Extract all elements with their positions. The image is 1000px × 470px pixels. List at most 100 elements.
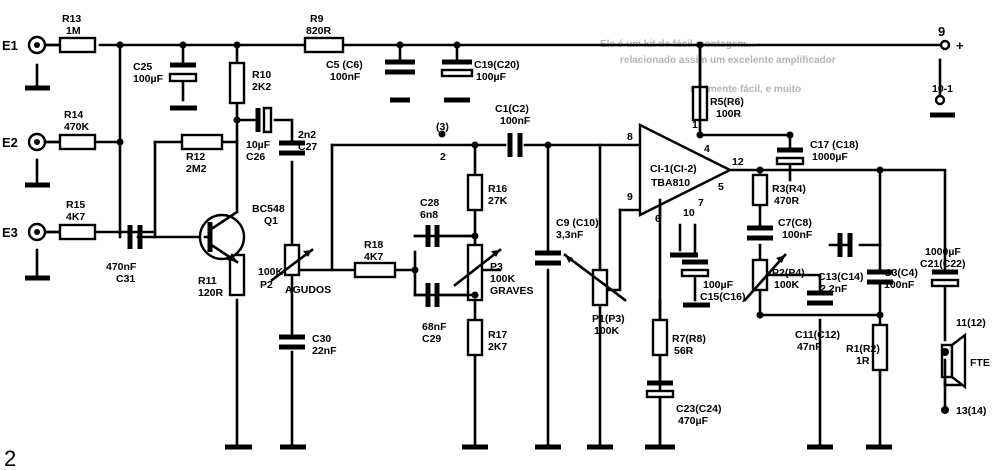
pot-p3 xyxy=(466,243,484,302)
label-pin-12: 12 xyxy=(732,156,744,168)
label-pin-1: 1 xyxy=(692,119,698,131)
resistor-r10 xyxy=(228,61,246,105)
label-r16-val: 27K xyxy=(488,195,508,207)
resistor-r13 xyxy=(58,36,97,54)
label-q1-val: BC548 xyxy=(252,203,285,215)
label-c29-val: 68nF xyxy=(422,321,447,333)
label-c13-val: 2,2nF xyxy=(820,283,848,295)
label-ic-val: TBA810 xyxy=(651,177,690,189)
label-pin-10: 10 xyxy=(683,207,695,219)
label-pin-8: 8 xyxy=(627,131,633,143)
resistor-r3 xyxy=(751,173,769,207)
resistor-r17 xyxy=(466,318,484,357)
label-c9-ref: C9 (C10) xyxy=(556,217,599,229)
label-r12-ref: R12 xyxy=(186,151,205,163)
label-c3-ref: C3(C4) xyxy=(884,267,918,279)
pot-p2b xyxy=(751,258,769,292)
label-c27-ref: C27 xyxy=(298,141,317,153)
label-r11-ref: R11 xyxy=(198,275,217,287)
label-c26-val: 10µF xyxy=(246,139,271,151)
label-r16-ref: R16 xyxy=(488,183,507,195)
label-p3-func: GRAVES xyxy=(490,285,534,297)
label-c1-val: 100nF xyxy=(500,115,531,127)
label-c17-val: 1000µF xyxy=(812,151,848,163)
label-p2b-ref: P2(P4) xyxy=(772,267,805,279)
ghost-text-3: raelmente fácil, e muito xyxy=(690,84,801,95)
label-ic-ref: CI-1(CI-2) xyxy=(650,163,697,175)
label-c26-ref: C26 xyxy=(246,151,265,163)
resistor-r14 xyxy=(58,133,97,151)
label-r10-ref: R10 xyxy=(252,69,271,81)
label-p2-func: AGUDOS xyxy=(285,284,331,296)
label-c7-ref: C7(C8) xyxy=(778,217,812,229)
label-r5-ref: R5(R6) xyxy=(710,96,744,108)
label-c17-ref: C17 (C18) xyxy=(810,139,858,151)
label-c27-val: 2n2 xyxy=(298,129,316,141)
potentiometers xyxy=(270,243,787,307)
label-c3-val: 100nF xyxy=(884,279,915,291)
label-c25-val: 100µF xyxy=(133,73,164,85)
label-r17-ref: R17 xyxy=(488,329,507,341)
label-r1-val: 1R xyxy=(856,355,870,367)
label-r13-ref: R13 xyxy=(62,13,81,25)
label-pin-4: 4 xyxy=(704,143,710,155)
label-c23-val: 470µF xyxy=(678,415,709,427)
label-c23-ref: C23(C24) xyxy=(676,403,722,415)
label-r13-val: 1M xyxy=(66,25,81,37)
label-c5-ref: C5 (C6) xyxy=(326,59,363,71)
label-r7-ref: R7(R8) xyxy=(672,333,706,345)
label-c11-val: 47nF xyxy=(797,341,822,353)
label-e2: E2 xyxy=(2,135,18,150)
label-c15-val: 100µF xyxy=(703,279,734,291)
label-e1: E1 xyxy=(2,38,18,53)
speaker-fte xyxy=(940,332,967,414)
input-jacks xyxy=(27,35,62,242)
label-r12-val: 2M2 xyxy=(186,163,207,175)
resistors xyxy=(58,36,889,372)
label-node-10-1: 10-1 xyxy=(932,83,953,95)
label-pin-5: 5 xyxy=(718,181,724,193)
label-pin-7: 7 xyxy=(698,197,704,209)
label-c7-val: 100nF xyxy=(782,229,813,241)
label-c15-ref: C15(C16) xyxy=(700,291,746,303)
label-p3-ref: P3 xyxy=(490,261,503,273)
label-r17-val: 2K7 xyxy=(488,341,507,353)
label-c30-val: 22nF xyxy=(312,345,337,357)
resistor-r12 xyxy=(180,133,224,151)
label-r18-ref: R18 xyxy=(364,239,383,251)
label-r9-ref: R9 xyxy=(310,13,324,25)
resistor-r11 xyxy=(228,253,246,297)
label-c5-val: 100nF xyxy=(330,71,361,83)
label-r7-val: 56R xyxy=(674,345,694,357)
label-node-9: 9 xyxy=(938,24,945,39)
label-c21-val: 1000µF xyxy=(925,246,961,258)
label-plus: + xyxy=(956,38,964,53)
label-c28-val: 6n8 xyxy=(420,209,438,221)
resistor-r9 xyxy=(303,36,345,54)
labels: E1 E2 E3 R13 1M R14 470K R15 4K7 R9 820R… xyxy=(2,13,990,470)
label-c13-ref: C13(C14) xyxy=(818,271,864,283)
ic-tba810 xyxy=(638,43,733,217)
label-p3-val: 100K xyxy=(490,273,516,285)
label-c25-ref: C25 xyxy=(133,61,152,73)
resistor-r15 xyxy=(58,223,97,241)
label-r5-val: 100R xyxy=(716,108,742,120)
label-e3: E3 xyxy=(2,225,18,240)
label-q1-ref: Q1 xyxy=(264,215,278,227)
label-c1-ref: C1(C2) xyxy=(495,103,529,115)
label-pin-9: 9 xyxy=(627,191,633,203)
label-p2b-val: 100K xyxy=(774,279,800,291)
label-pin-6: 6 xyxy=(655,213,661,225)
label-c11-ref: C11(C12) xyxy=(795,329,840,341)
label-r14-val: 470K xyxy=(64,121,90,133)
label-r1-ref: R1(R2) xyxy=(846,343,880,355)
label-c19-val: 100µF xyxy=(476,71,507,83)
resistor-r1 xyxy=(871,323,889,372)
ground-symbols xyxy=(25,43,955,450)
label-r15-ref: R15 xyxy=(66,199,85,211)
label-r11-val: 120R xyxy=(198,287,224,299)
label-c29-ref: C29 xyxy=(422,333,441,345)
label-node-3: (3) xyxy=(436,121,449,133)
label-p2-ref: P2 xyxy=(260,279,273,291)
